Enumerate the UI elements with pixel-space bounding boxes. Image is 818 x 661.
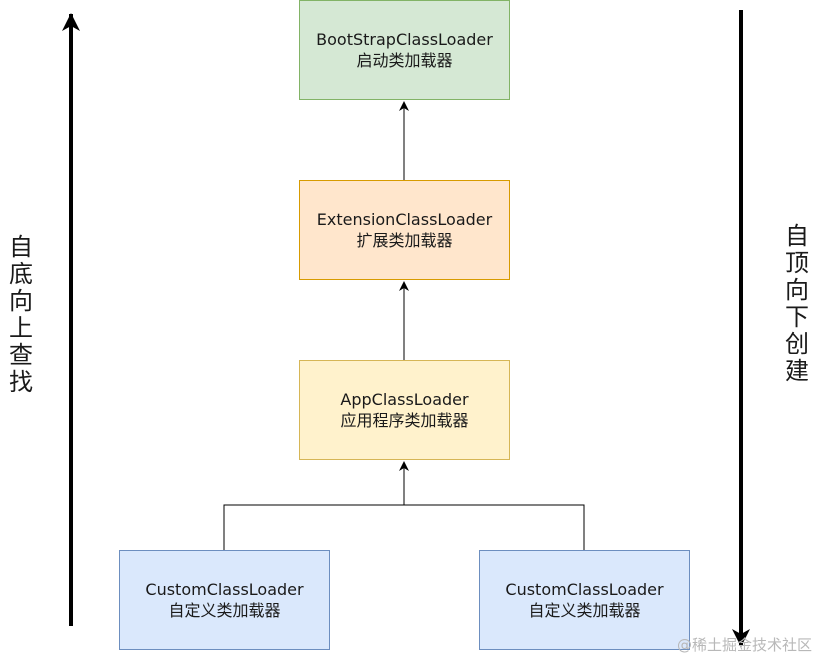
bottom-up-label: 自底向上查找 [9,233,33,396]
node-title: CustomClassLoader [145,580,304,599]
node-subtitle: 自定义类加载器 [168,601,281,620]
node-subtitle: 应用程序类加载器 [340,411,469,430]
app-classloader-node: AppClassLoader 应用程序类加载器 [299,360,510,460]
watermark: @稀土掘金技术社区 [676,636,812,654]
custom-classloader-left-node: CustomClassLoader 自定义类加载器 [119,550,330,650]
node-title: BootStrapClassLoader [316,30,493,49]
custom-left-connector [223,504,404,550]
extension-classloader-node: ExtensionClassLoader 扩展类加载器 [299,180,510,280]
node-subtitle: 扩展类加载器 [356,231,453,250]
top-down-label: 自顶向下创建 [785,222,809,385]
node-title: ExtensionClassLoader [316,210,493,229]
custom-right-connector [404,504,585,550]
node-subtitle: 启动类加载器 [356,51,453,70]
node-title: AppClassLoader [340,390,469,409]
node-title: CustomClassLoader [505,580,664,599]
bootstrap-classloader-node: BootStrapClassLoader 启动类加载器 [299,0,510,100]
node-subtitle: 自定义类加载器 [528,601,641,620]
custom-classloader-right-node: CustomClassLoader 自定义类加载器 [479,550,690,650]
